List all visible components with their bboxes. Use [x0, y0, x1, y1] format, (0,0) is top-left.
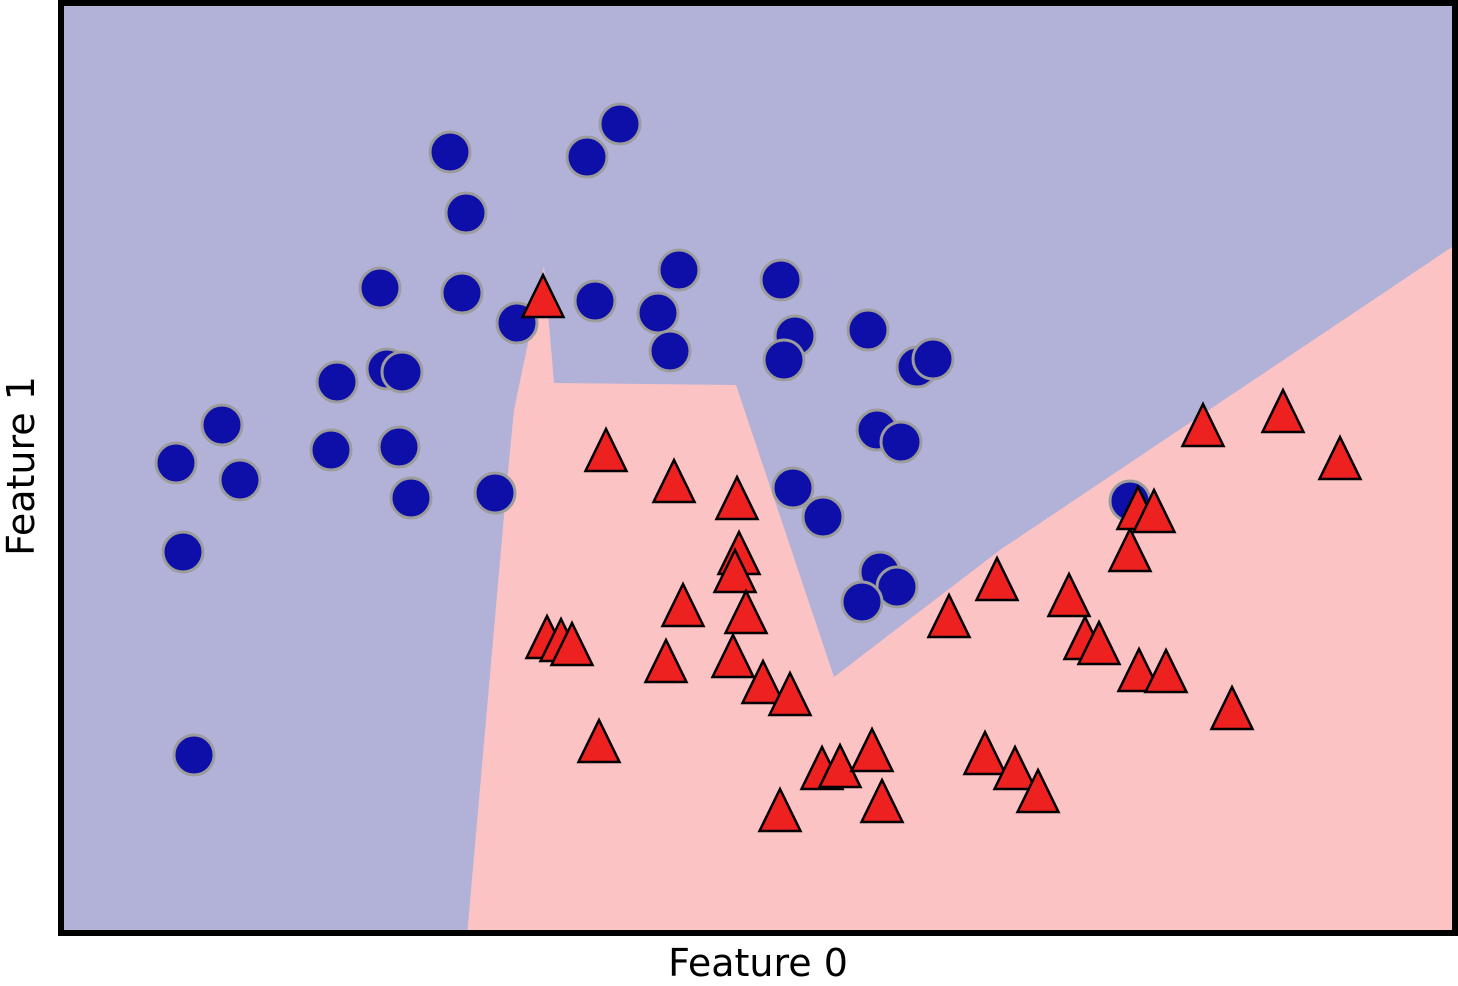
class1-point [576, 717, 622, 764]
class1-point [1015, 767, 1061, 814]
class0-point [161, 530, 205, 574]
class1-point [740, 658, 786, 705]
class0-point [759, 258, 803, 302]
class1-point [926, 592, 972, 639]
class0-point [636, 291, 680, 335]
class1-point [714, 474, 760, 521]
class1-point [520, 272, 566, 319]
class1-point [1209, 684, 1255, 731]
class1-point [549, 620, 595, 667]
class1-point [859, 777, 905, 824]
class1-point [712, 547, 758, 594]
class0-point [879, 420, 923, 464]
class1-point [643, 637, 689, 684]
class0-point [911, 337, 955, 381]
class0-point [657, 248, 701, 292]
class1-point [660, 581, 706, 628]
scatter-points [154, 102, 1363, 833]
class0-point [648, 329, 692, 373]
class0-point [377, 425, 421, 469]
class1-point [1107, 526, 1153, 573]
class1-point [1180, 401, 1226, 448]
class1-point [849, 726, 895, 773]
class0-point [154, 441, 198, 485]
class0-point [380, 350, 424, 394]
class0-point [200, 403, 244, 447]
class1-point [723, 588, 769, 635]
class1-point [1046, 571, 1092, 618]
class1-point [974, 555, 1020, 602]
class0-point [440, 271, 484, 315]
class1-point [583, 426, 629, 473]
class0-point [389, 476, 433, 520]
class0-point [573, 279, 617, 323]
class0-point [598, 102, 642, 146]
class0-point [846, 308, 890, 352]
class0-point [315, 360, 359, 404]
class1-point [710, 632, 756, 679]
class1-point [1116, 646, 1162, 693]
class1-point [651, 457, 697, 504]
class0-point [444, 191, 488, 235]
class1-point [757, 786, 803, 833]
class1-point [767, 670, 813, 717]
class0-point [218, 458, 262, 502]
class0-point [358, 266, 402, 310]
class0-point [840, 580, 884, 624]
class0-point [801, 495, 845, 539]
x-axis-label: Feature 0 [668, 941, 848, 985]
plot-frame [58, 0, 1458, 936]
class1-point [1143, 647, 1189, 694]
class1-point [1131, 487, 1177, 534]
class0-point [762, 338, 806, 382]
class0-point [473, 471, 517, 515]
class0-point [309, 428, 353, 472]
class0-point [428, 130, 472, 174]
class0-point [771, 466, 815, 510]
class0-point [172, 733, 216, 777]
class1-point [1076, 619, 1122, 666]
class1-point [962, 729, 1008, 776]
y-axis-label: Feature 1 [0, 376, 43, 556]
class1-point [1317, 434, 1363, 481]
class0-point [565, 135, 609, 179]
class1-point [992, 744, 1038, 791]
class1-point [1260, 387, 1306, 434]
class1-point [817, 742, 863, 789]
